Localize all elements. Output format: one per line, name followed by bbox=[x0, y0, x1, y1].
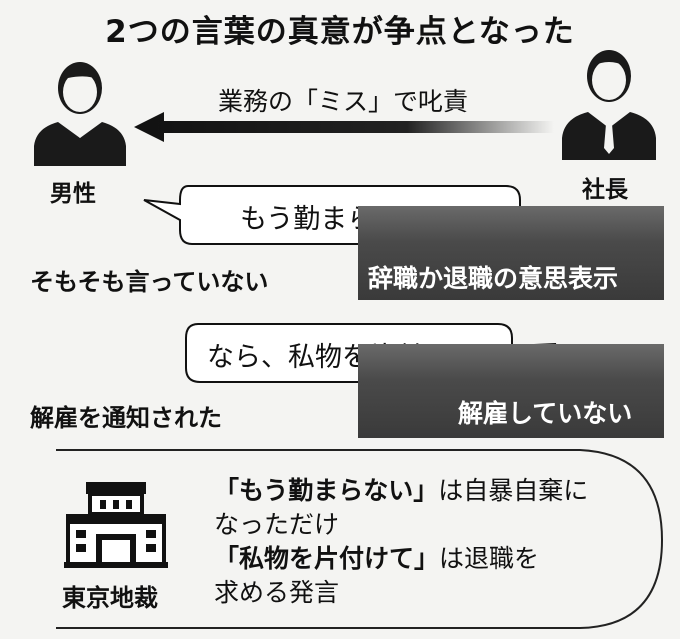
president-claim-1-box bbox=[358, 206, 664, 300]
courthouse-building-icon bbox=[64, 482, 168, 568]
president-claim-2: 解雇していない bbox=[458, 399, 633, 428]
left-arrow-icon bbox=[134, 112, 554, 142]
ruling-text-3: は退職を bbox=[439, 544, 540, 573]
ruling-quote-2: 「私物を片付けて」 bbox=[214, 544, 440, 573]
president-claim-2-box bbox=[358, 344, 664, 438]
man-claim-1: そもそも言っていない bbox=[30, 268, 269, 296]
man-label: 男性 bbox=[50, 181, 96, 207]
ruling-text-1: は自暴自棄に bbox=[438, 476, 589, 505]
president-label: 社長 bbox=[582, 177, 628, 203]
ruling-text-4: 求める発言 bbox=[214, 578, 340, 607]
ruling-quote-1: 「もう勤まらない」 bbox=[214, 476, 439, 505]
president-person-icon bbox=[562, 50, 656, 160]
court-label: 東京地裁 bbox=[62, 584, 158, 612]
diagram-title: 2つの言葉の真意が争点となった bbox=[105, 14, 575, 50]
president-claim-1: 辞職か退職の意思表示 bbox=[368, 264, 619, 293]
man-claim-2: 解雇を通知された bbox=[30, 404, 222, 432]
court-ruling: 「もう勤まらない」は自暴自棄に なっただけ 「私物を片付けて」は退職を 求める発… bbox=[214, 474, 654, 610]
ruling-text-2: なっただけ bbox=[214, 510, 340, 539]
court-panel bbox=[56, 449, 664, 629]
arrow-caption: 業務の「ミス」で叱責 bbox=[218, 87, 469, 116]
man-person-icon bbox=[34, 62, 126, 166]
